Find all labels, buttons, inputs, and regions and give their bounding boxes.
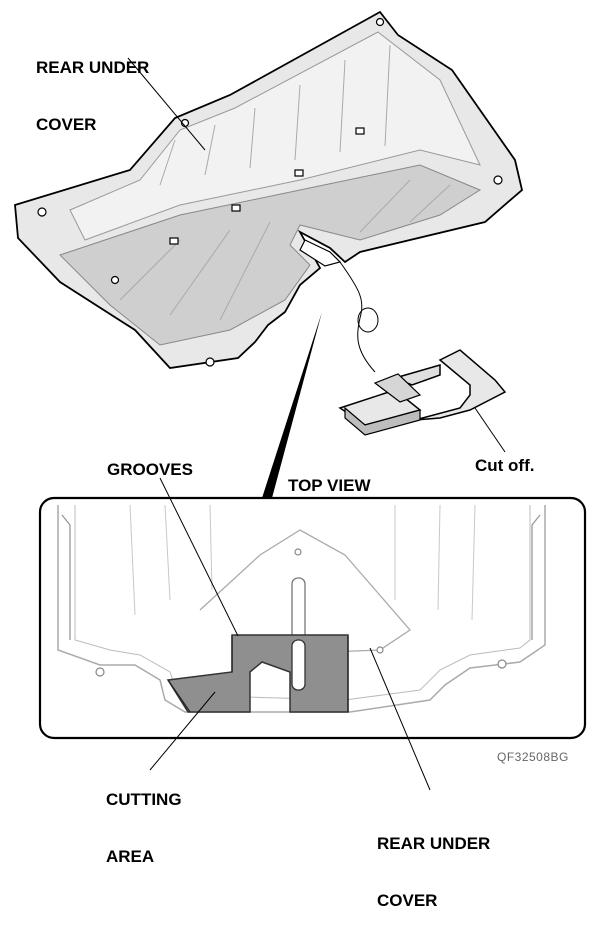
label-line: CUTTING	[106, 790, 182, 809]
label-line: REAR UNDER	[36, 58, 150, 77]
leader-cutting-area	[149, 691, 216, 771]
leader-cut-off	[474, 407, 506, 453]
label-line: AREA	[106, 847, 155, 866]
label-line: REAR UNDER	[377, 834, 491, 853]
cutting-area-slot	[291, 639, 306, 691]
slot-callout-circle	[357, 307, 379, 333]
leader-grooves	[159, 477, 239, 637]
leader-rear-under-cover-top	[127, 57, 206, 151]
groove-lines	[167, 636, 349, 713]
leader-rear-under-cover-bottom	[369, 647, 431, 791]
label-cutting-area: CUTTING AREA	[106, 752, 182, 885]
label-line: COVER	[36, 115, 97, 134]
label-rear-under-cover-top: REAR UNDER COVER	[36, 20, 149, 153]
label-line: COVER	[377, 891, 438, 910]
cover-slot	[299, 239, 342, 267]
cover-ribs	[119, 44, 451, 321]
rear-under-cover-illustration	[14, 10, 524, 369]
figure-code: QF32508BG	[497, 750, 569, 764]
label-cut-off: Cut off.	[475, 456, 535, 475]
view-connector-wedge	[262, 312, 322, 498]
label-rear-under-cover-bottom: REAR UNDER COVER	[377, 796, 490, 929]
top-view-cover	[57, 504, 546, 713]
leader-slot-to-piece	[339, 261, 376, 373]
label-grooves: GROOVES	[107, 460, 193, 479]
diagram-canvas	[14, 10, 587, 791]
cover-floor	[59, 164, 482, 346]
top-view-frame	[38, 496, 587, 740]
cut-off-piece	[338, 349, 507, 436]
label-top-view: TOP VIEW	[288, 476, 371, 495]
cover-back-wall	[69, 31, 481, 241]
